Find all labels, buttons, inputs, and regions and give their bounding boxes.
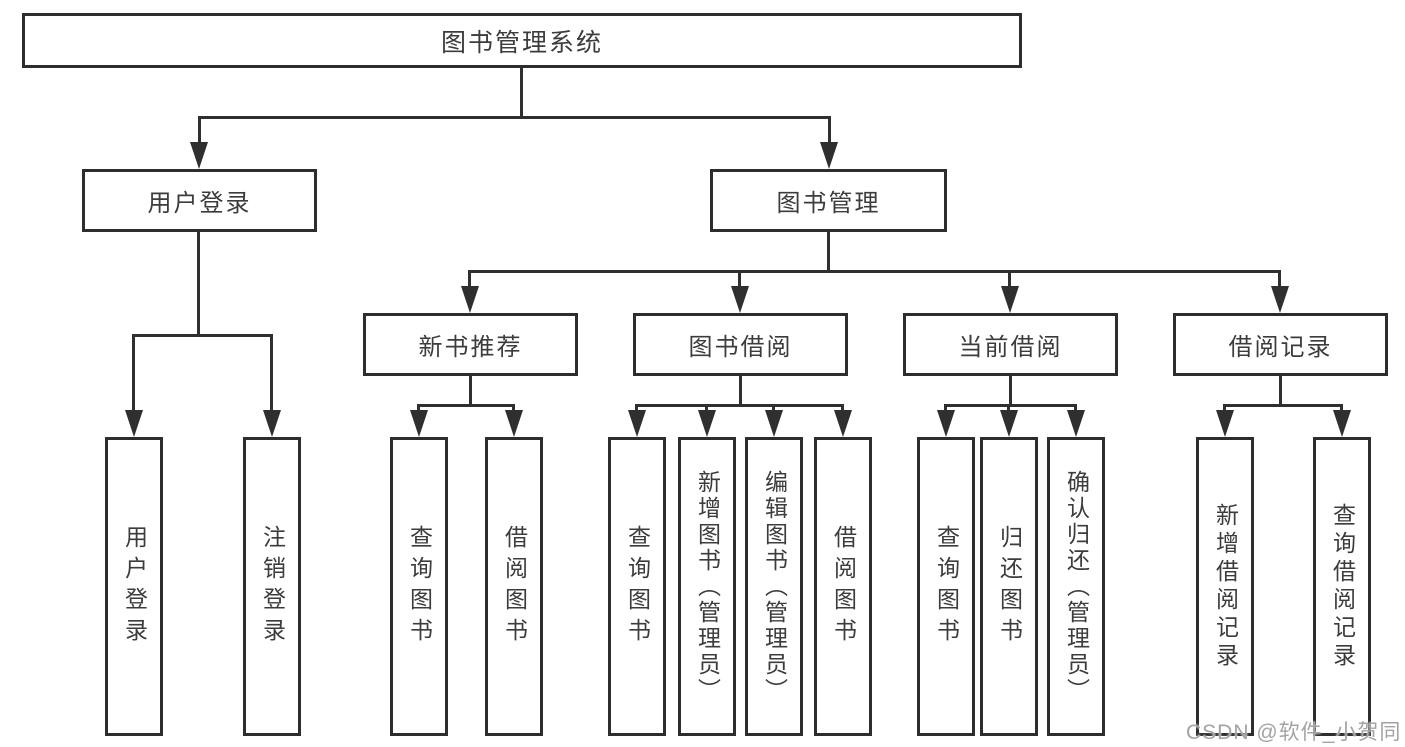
leaf-label: 用户登录 <box>121 524 148 649</box>
arrowhead-down-icon <box>461 286 479 313</box>
leaf-label: 查询借阅记录 <box>1329 502 1356 671</box>
leaf-label: 借阅图书 <box>501 524 528 649</box>
leaf-cb-query-books: 查询图书 <box>917 437 975 736</box>
connector-line <box>198 116 201 146</box>
leaf-label: 查询图书 <box>933 524 960 649</box>
connector-line <box>635 404 844 407</box>
connector-line <box>827 232 830 272</box>
leaf-bb-borrow-books: 借阅图书 <box>814 437 872 736</box>
leaf-label: 新增借阅记录 <box>1212 502 1239 671</box>
node-root: 图书管理系统 <box>22 13 1022 68</box>
connector-line <box>520 68 523 117</box>
leaf-label: 归还图书 <box>996 524 1023 649</box>
node-book-borrow: 图书借阅 <box>633 313 848 376</box>
connector-line <box>469 376 472 406</box>
connector-line <box>1279 376 1282 406</box>
connector-line <box>828 116 831 146</box>
arrowhead-down-icon <box>765 410 783 437</box>
leaf-logout: 注销登录 <box>243 437 301 736</box>
arrowhead-down-icon <box>834 410 852 437</box>
leaf-cb-confirm-return-admin: 确认归还（管理员） <box>1047 437 1105 736</box>
arrowhead-down-icon <box>628 410 646 437</box>
leaf-nb-borrow-books: 借阅图书 <box>485 437 543 736</box>
arrowhead-down-icon <box>190 142 208 169</box>
leaf-label: 编辑图书（管理员） <box>761 469 788 704</box>
arrowhead-down-icon <box>1271 286 1289 313</box>
arrowhead-down-icon <box>1216 410 1234 437</box>
arrowhead-down-icon <box>125 410 143 437</box>
arrowhead-down-icon <box>820 142 838 169</box>
connector-line <box>1008 270 1011 292</box>
connector-line <box>132 334 135 416</box>
node-book-management: 图书管理 <box>710 169 947 232</box>
leaf-label: 查询图书 <box>624 524 651 649</box>
node-new-book-recommend: 新书推荐 <box>363 313 578 376</box>
connector-line <box>198 116 831 119</box>
connector-line <box>132 334 273 337</box>
leaf-bb-edit-books-admin: 编辑图书（管理员） <box>745 437 803 736</box>
leaf-br-query-record: 查询借阅记录 <box>1313 437 1371 736</box>
leaf-nb-query-books: 查询图书 <box>390 437 448 736</box>
leaf-label: 注销登录 <box>259 524 286 649</box>
leaf-label: 查询图书 <box>406 524 433 649</box>
connector-line <box>197 232 200 336</box>
leaf-bb-add-books-admin: 新增图书（管理员） <box>678 437 736 736</box>
connector-line <box>738 270 741 292</box>
leaf-bb-query-books: 查询图书 <box>608 437 666 736</box>
leaf-label: 新增图书（管理员） <box>694 469 721 704</box>
connector-line <box>417 404 515 407</box>
leaf-label: 确认归还（管理员） <box>1063 469 1090 704</box>
node-user-login: 用户登录 <box>82 169 317 232</box>
arrowhead-down-icon <box>263 410 281 437</box>
connector-line <box>1009 376 1012 406</box>
arrowhead-down-icon <box>1000 410 1018 437</box>
arrowhead-down-icon <box>1001 286 1019 313</box>
connector-line <box>1278 270 1281 292</box>
arrowhead-down-icon <box>1067 410 1085 437</box>
arrowhead-down-icon <box>698 410 716 437</box>
arrowhead-down-icon <box>505 410 523 437</box>
connector-line <box>468 270 1281 273</box>
leaf-br-add-record: 新增借阅记录 <box>1196 437 1254 736</box>
connector-line <box>1223 404 1343 407</box>
connector-line <box>468 270 471 292</box>
connector-line <box>739 376 742 406</box>
connector-line <box>270 334 273 416</box>
leaf-label: 借阅图书 <box>830 524 857 649</box>
arrowhead-down-icon <box>1333 410 1351 437</box>
csdn-watermark: CSDN @软件_小贺同学 <box>1186 721 1402 744</box>
connector-line <box>944 404 1077 407</box>
arrowhead-down-icon <box>731 286 749 313</box>
node-current-borrow: 当前借阅 <box>903 313 1118 376</box>
node-borrow-records: 借阅记录 <box>1173 313 1388 376</box>
arrowhead-down-icon <box>937 410 955 437</box>
arrowhead-down-icon <box>410 410 428 437</box>
leaf-cb-return-books: 归还图书 <box>980 437 1038 736</box>
leaf-user-login: 用户登录 <box>105 437 163 736</box>
